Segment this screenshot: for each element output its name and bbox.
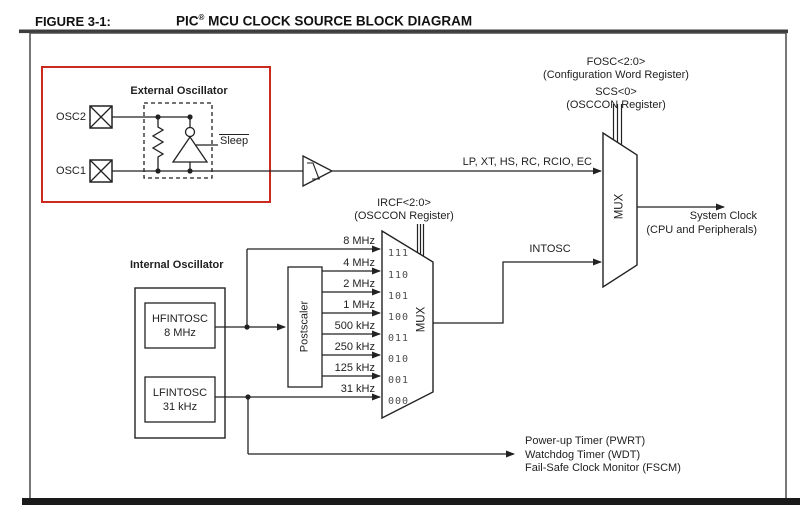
- figure-title-rest: MCU CLOCK SOURCE BLOCK DIAGRAM: [204, 13, 473, 29]
- mux-code-010: 010: [388, 354, 410, 365]
- osc2-label: OSC2: [56, 111, 86, 123]
- internal-wiring-group: [215, 249, 514, 454]
- fosc-scs-bus-icon: [612, 104, 623, 145]
- system-clock-label-line1: System Clock: [689, 210, 757, 222]
- lfintosc-box: [144, 376, 216, 423]
- mux-freq-label-31khz: 31 kHz: [340, 383, 375, 395]
- osc2-pin-icon: [89, 105, 113, 129]
- junction-dots-int: [244, 324, 251, 400]
- mux-freq-label-250khz: 250 kHz: [334, 341, 375, 353]
- system-mux-label: MUX: [613, 193, 626, 220]
- mux-freq-label-500khz: 500 kHz: [334, 320, 375, 332]
- mux-freq-label-125khz: 125 kHz: [334, 362, 375, 374]
- osc1-pin-icon: [89, 159, 113, 183]
- hfintosc-name: HFINTOSC: [151, 312, 209, 325]
- figure-title: PIC® MCU CLOCK SOURCE BLOCK DIAGRAM: [176, 13, 472, 29]
- postscaler-box: [287, 266, 323, 388]
- intosc-mux-shape: [381, 229, 434, 420]
- hfintosc-box: [144, 302, 216, 349]
- internal-oscillator-group: [134, 266, 323, 439]
- oscillator-dashed-box: [143, 102, 213, 179]
- junction-dots-ext: [155, 114, 193, 174]
- wire-to-timers: [247, 397, 514, 454]
- scs-label-line2: (OSCCON Register): [566, 99, 666, 111]
- clock-waveform-icon: [307, 162, 320, 180]
- sleep-label: Sleep: [219, 134, 250, 147]
- osc1-label: OSC1: [56, 165, 86, 177]
- wire-osc2: [112, 116, 191, 128]
- registered-mark-icon: ®: [198, 13, 205, 22]
- timer-wdt-label: Watchdog Timer (WDT): [525, 448, 641, 461]
- scs-label-line1: SCS<0>: [595, 86, 637, 98]
- internal-oscillator-title: Internal Oscillator: [130, 259, 224, 271]
- intosc-mux-label: MUX: [415, 306, 428, 333]
- mux-code-100: 100: [388, 312, 410, 323]
- mux-freq-label-1mhz: 1 MHz: [343, 299, 375, 311]
- mux-code-001: 001: [388, 375, 410, 386]
- ircf-label-line2: (OSCCON Register): [354, 210, 454, 222]
- mux-code-011: 011: [388, 333, 410, 344]
- timer-fscm-label: Fail-Safe Clock Monitor (FSCM): [525, 462, 681, 474]
- internal-oscillator-box: [134, 287, 226, 439]
- external-modes-label: LP, XT, HS, RC, RCIO, EC: [462, 156, 592, 168]
- mux-code-101: 101: [388, 291, 410, 302]
- mux-code-111: 111: [388, 248, 410, 259]
- hfintosc-freq: 8 MHz: [164, 326, 196, 339]
- inverter-icon: [171, 126, 218, 171]
- bottom-rule: [22, 498, 800, 505]
- timer-pwrt-label: Power-up Timer (PWRT): [525, 435, 646, 447]
- hfintosc-box-text: HFINTOSC 8 MHz: [145, 303, 215, 348]
- mux-code-000: 000: [388, 396, 410, 407]
- wire-8mhz-bypass: [246, 249, 380, 327]
- system-mux-shape: [602, 131, 638, 289]
- external-oscillator-group: [89, 102, 303, 183]
- ircf-bus-icon: [416, 224, 425, 257]
- lfintosc-name: LFINTOSC: [152, 386, 208, 399]
- external-oscillator-title: External Oscillator: [130, 85, 228, 97]
- figure-number: FIGURE 3-1:: [35, 14, 111, 29]
- lfintosc-box-text: LFINTOSC 31 kHz: [145, 377, 215, 422]
- wire-intosc: [433, 258, 602, 324]
- system-clock-label-line2: (CPU and Peripherals): [646, 223, 757, 236]
- fosc-label-line1: FOSC<2:0>: [586, 56, 646, 68]
- mux-freq-label-8mhz: 8 MHz: [343, 235, 375, 247]
- intosc-label: INTOSC: [529, 243, 571, 255]
- clock-buffer-icon: [302, 154, 334, 188]
- resistor-icon: [151, 117, 165, 171]
- mux-freq-label-4mhz: 4 MHz: [343, 257, 375, 269]
- ircf-label-line1: IRCF<2:0>: [377, 197, 431, 209]
- lfintosc-freq: 31 kHz: [162, 400, 198, 413]
- mux-code-110: 110: [388, 270, 410, 281]
- external-oscillator-highlight-box: [41, 66, 271, 203]
- figure-title-pre: PIC: [176, 13, 199, 29]
- mux-freq-label-2mhz: 2 MHz: [343, 278, 375, 290]
- title-rule: [19, 29, 788, 34]
- fosc-label-line2: (Configuration Word Register): [543, 69, 689, 81]
